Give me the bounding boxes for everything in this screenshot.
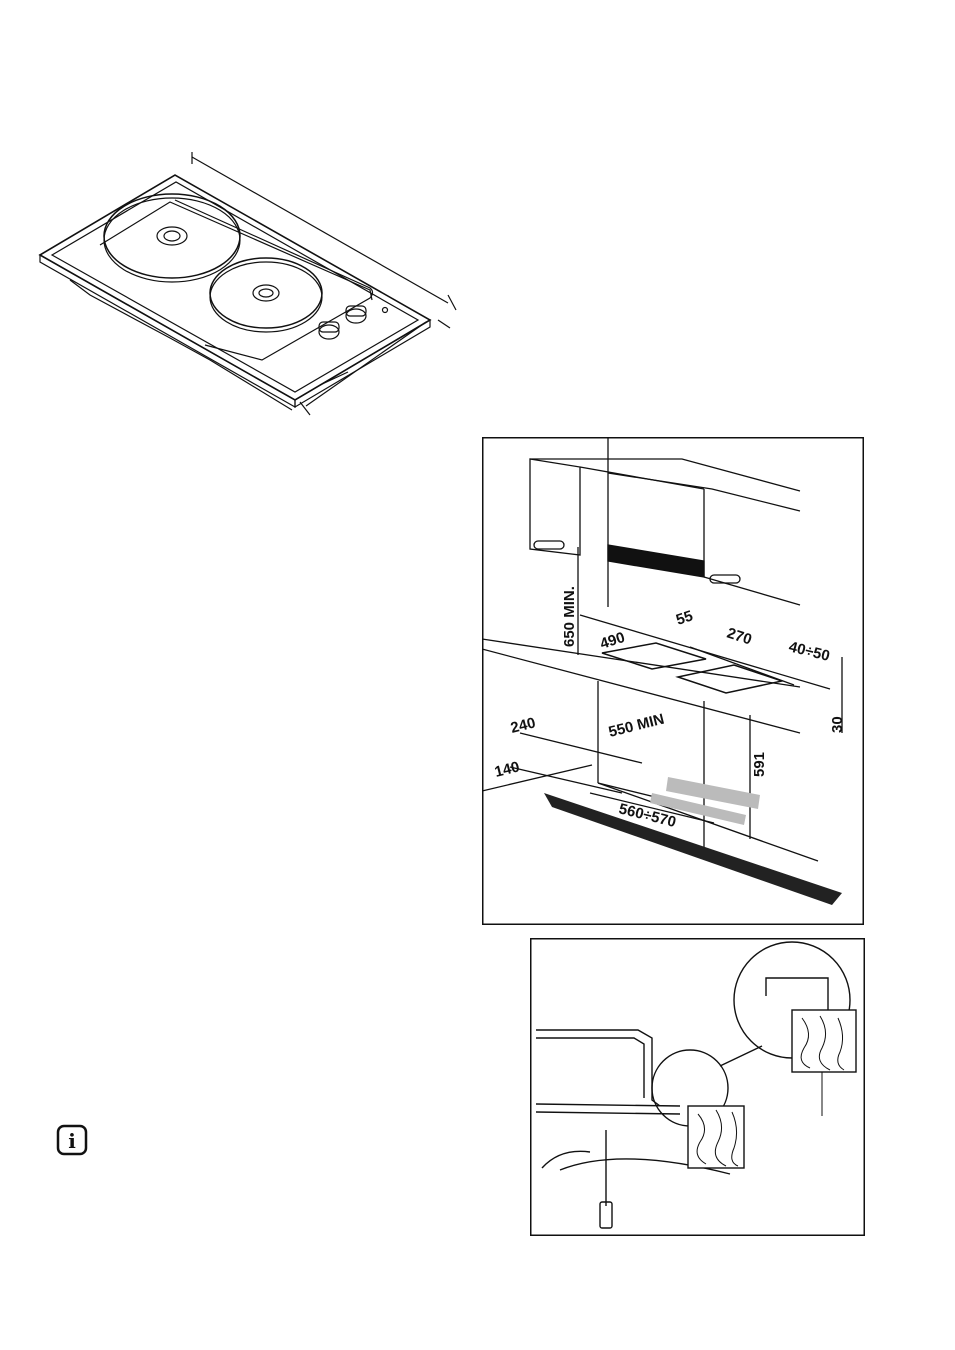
left-depth-a-label: 240 xyxy=(509,714,537,737)
fixing-bracket-detail xyxy=(530,938,865,1236)
information-icon: i xyxy=(56,1124,88,1156)
left-depth-b-label: 140 xyxy=(493,758,521,781)
hob-illustration xyxy=(30,140,470,425)
installation-dimensions-diagram: 650 MIN. 490 55 270 40÷50 30 550 MIN 591… xyxy=(482,437,864,925)
oven-height-label: 591 xyxy=(751,752,768,777)
cabinet-height-label: 650 MIN. xyxy=(561,586,578,647)
info-glyph: i xyxy=(68,1129,76,1153)
width-label: 270 xyxy=(725,625,754,649)
oven-depth-label: 550 MIN xyxy=(607,711,666,741)
gap-label: 55 xyxy=(674,607,695,628)
edge-label: 40÷50 xyxy=(787,638,831,665)
thickness-label: 30 xyxy=(829,716,846,733)
